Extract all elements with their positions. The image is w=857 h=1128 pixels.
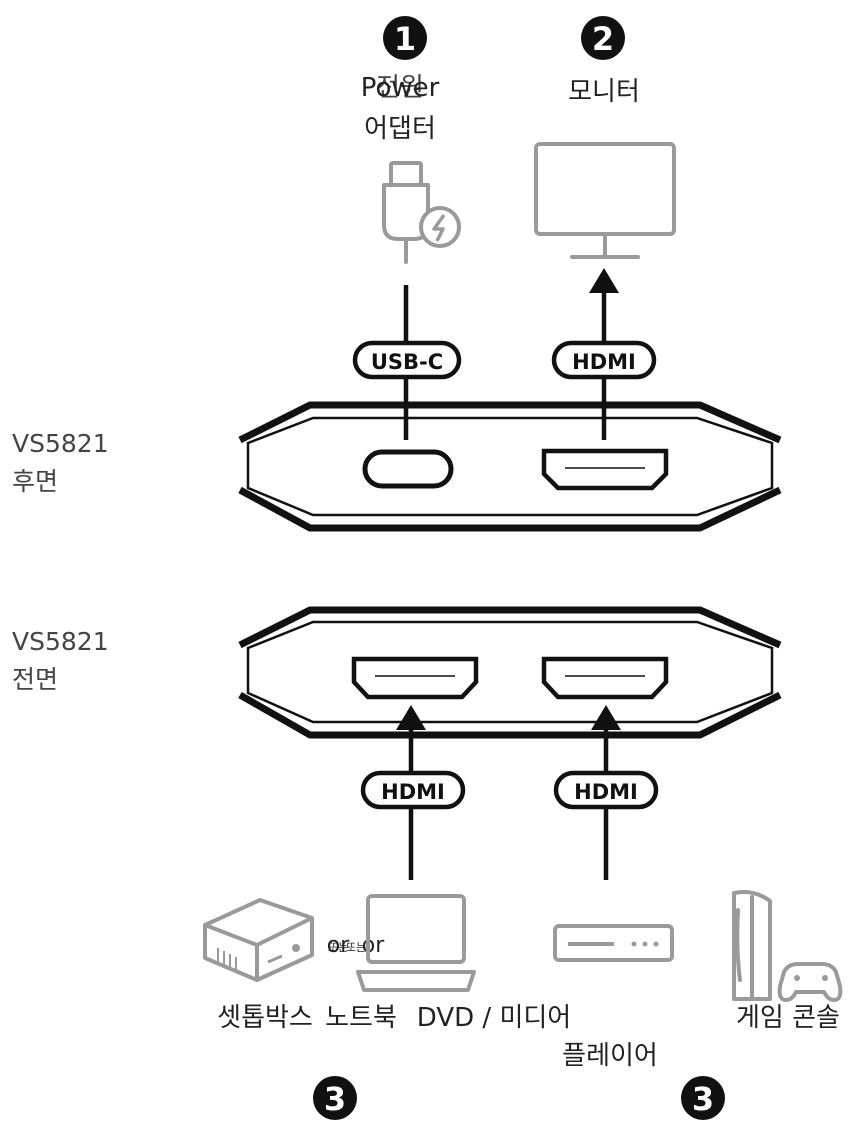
- svg-text:HDMI: HDMI: [572, 350, 636, 374]
- hdmi-pill-front-left: HDMI: [360, 770, 466, 810]
- power-label-line2: 어댑터: [364, 114, 436, 144]
- arrow-to-monitor-icon: [589, 268, 619, 293]
- dvd-label-line2: 플레이어: [562, 1041, 658, 1071]
- badge-3-left: 3: [313, 1076, 357, 1120]
- power-adapter-icon: [382, 161, 461, 264]
- svg-text:2: 2: [592, 20, 614, 58]
- laptop-icon: [356, 894, 476, 992]
- laptop-label: 노트북: [325, 1003, 397, 1033]
- monitor-icon: [534, 142, 676, 259]
- svg-text:HDMI: HDMI: [381, 780, 445, 804]
- settop-label: 셋톱박스: [217, 1003, 313, 1033]
- front-unit-name: VS5821: [12, 627, 109, 656]
- power-label-line1: 전원: [376, 73, 424, 103]
- usb-c-port: [362, 449, 454, 489]
- hdmi-pill-rear: HDMI: [551, 340, 657, 380]
- monitor-label: 모니터: [568, 77, 640, 107]
- badge-1: 1: [383, 16, 427, 60]
- game-console-icon: [732, 890, 843, 1002]
- hdmi-port-front-left: [351, 656, 479, 700]
- badge-2: 2: [581, 16, 625, 60]
- or-label-1: or: [327, 933, 350, 958]
- settop-box-icon: [203, 898, 314, 982]
- hdmi-port-rear: [541, 448, 669, 491]
- or-small-label-2: 또는: [346, 941, 366, 954]
- svg-text:1: 1: [394, 20, 416, 58]
- front-unit-side: 전면: [12, 665, 58, 694]
- rear-unit-name: VS5821: [12, 429, 109, 458]
- badge-3-right: 3: [681, 1076, 725, 1120]
- usb-c-pill: USB-C: [352, 340, 462, 380]
- svg-text:USB-C: USB-C: [371, 350, 443, 374]
- or-small-label-1: 또는: [328, 941, 348, 954]
- svg-text:3: 3: [692, 1080, 714, 1118]
- hdmi-port-front-right: [541, 656, 669, 700]
- svg-text:3: 3: [324, 1080, 346, 1118]
- svg-text:HDMI: HDMI: [574, 780, 638, 804]
- dvd-player-icon: [553, 924, 674, 962]
- console-label: 게임 콘솔: [736, 1003, 840, 1033]
- rear-unit: [238, 401, 782, 532]
- front-unit: [238, 606, 782, 739]
- dvd-label-line1: DVD / 미디어: [417, 1003, 571, 1033]
- power-overlay-label: Power: [361, 73, 440, 103]
- hdmi-pill-front-right: HDMI: [553, 770, 659, 810]
- or-label-2: or: [362, 933, 385, 958]
- rear-unit-side: 후면: [12, 467, 58, 496]
